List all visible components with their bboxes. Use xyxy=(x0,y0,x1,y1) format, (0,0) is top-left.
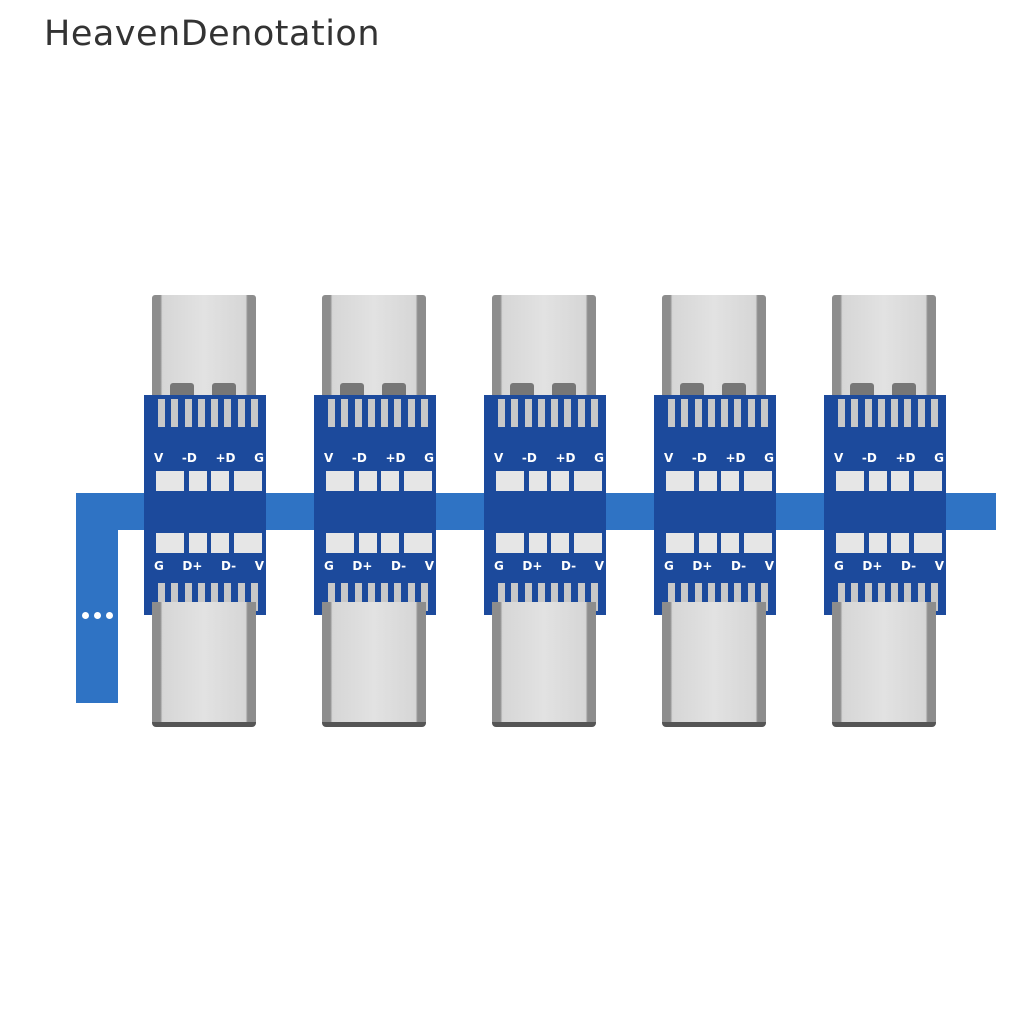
usb-c-connector-bottom xyxy=(322,602,426,727)
usb-c-connector-top xyxy=(152,295,256,405)
usb-c-connector-bottom xyxy=(832,602,936,727)
usb-c-connector-top xyxy=(322,295,426,405)
watermark-text: HeavenDenotation xyxy=(44,14,381,54)
usb-c-connector-bottom xyxy=(152,602,256,727)
usb-c-connector-top xyxy=(832,295,936,405)
usb-c-connector-top xyxy=(492,295,596,405)
usb-c-connector-bottom xyxy=(662,602,766,727)
usb-c-connector-top xyxy=(662,295,766,405)
usb-c-connector-bottom xyxy=(492,602,596,727)
rail-mouse-bites xyxy=(82,612,113,619)
